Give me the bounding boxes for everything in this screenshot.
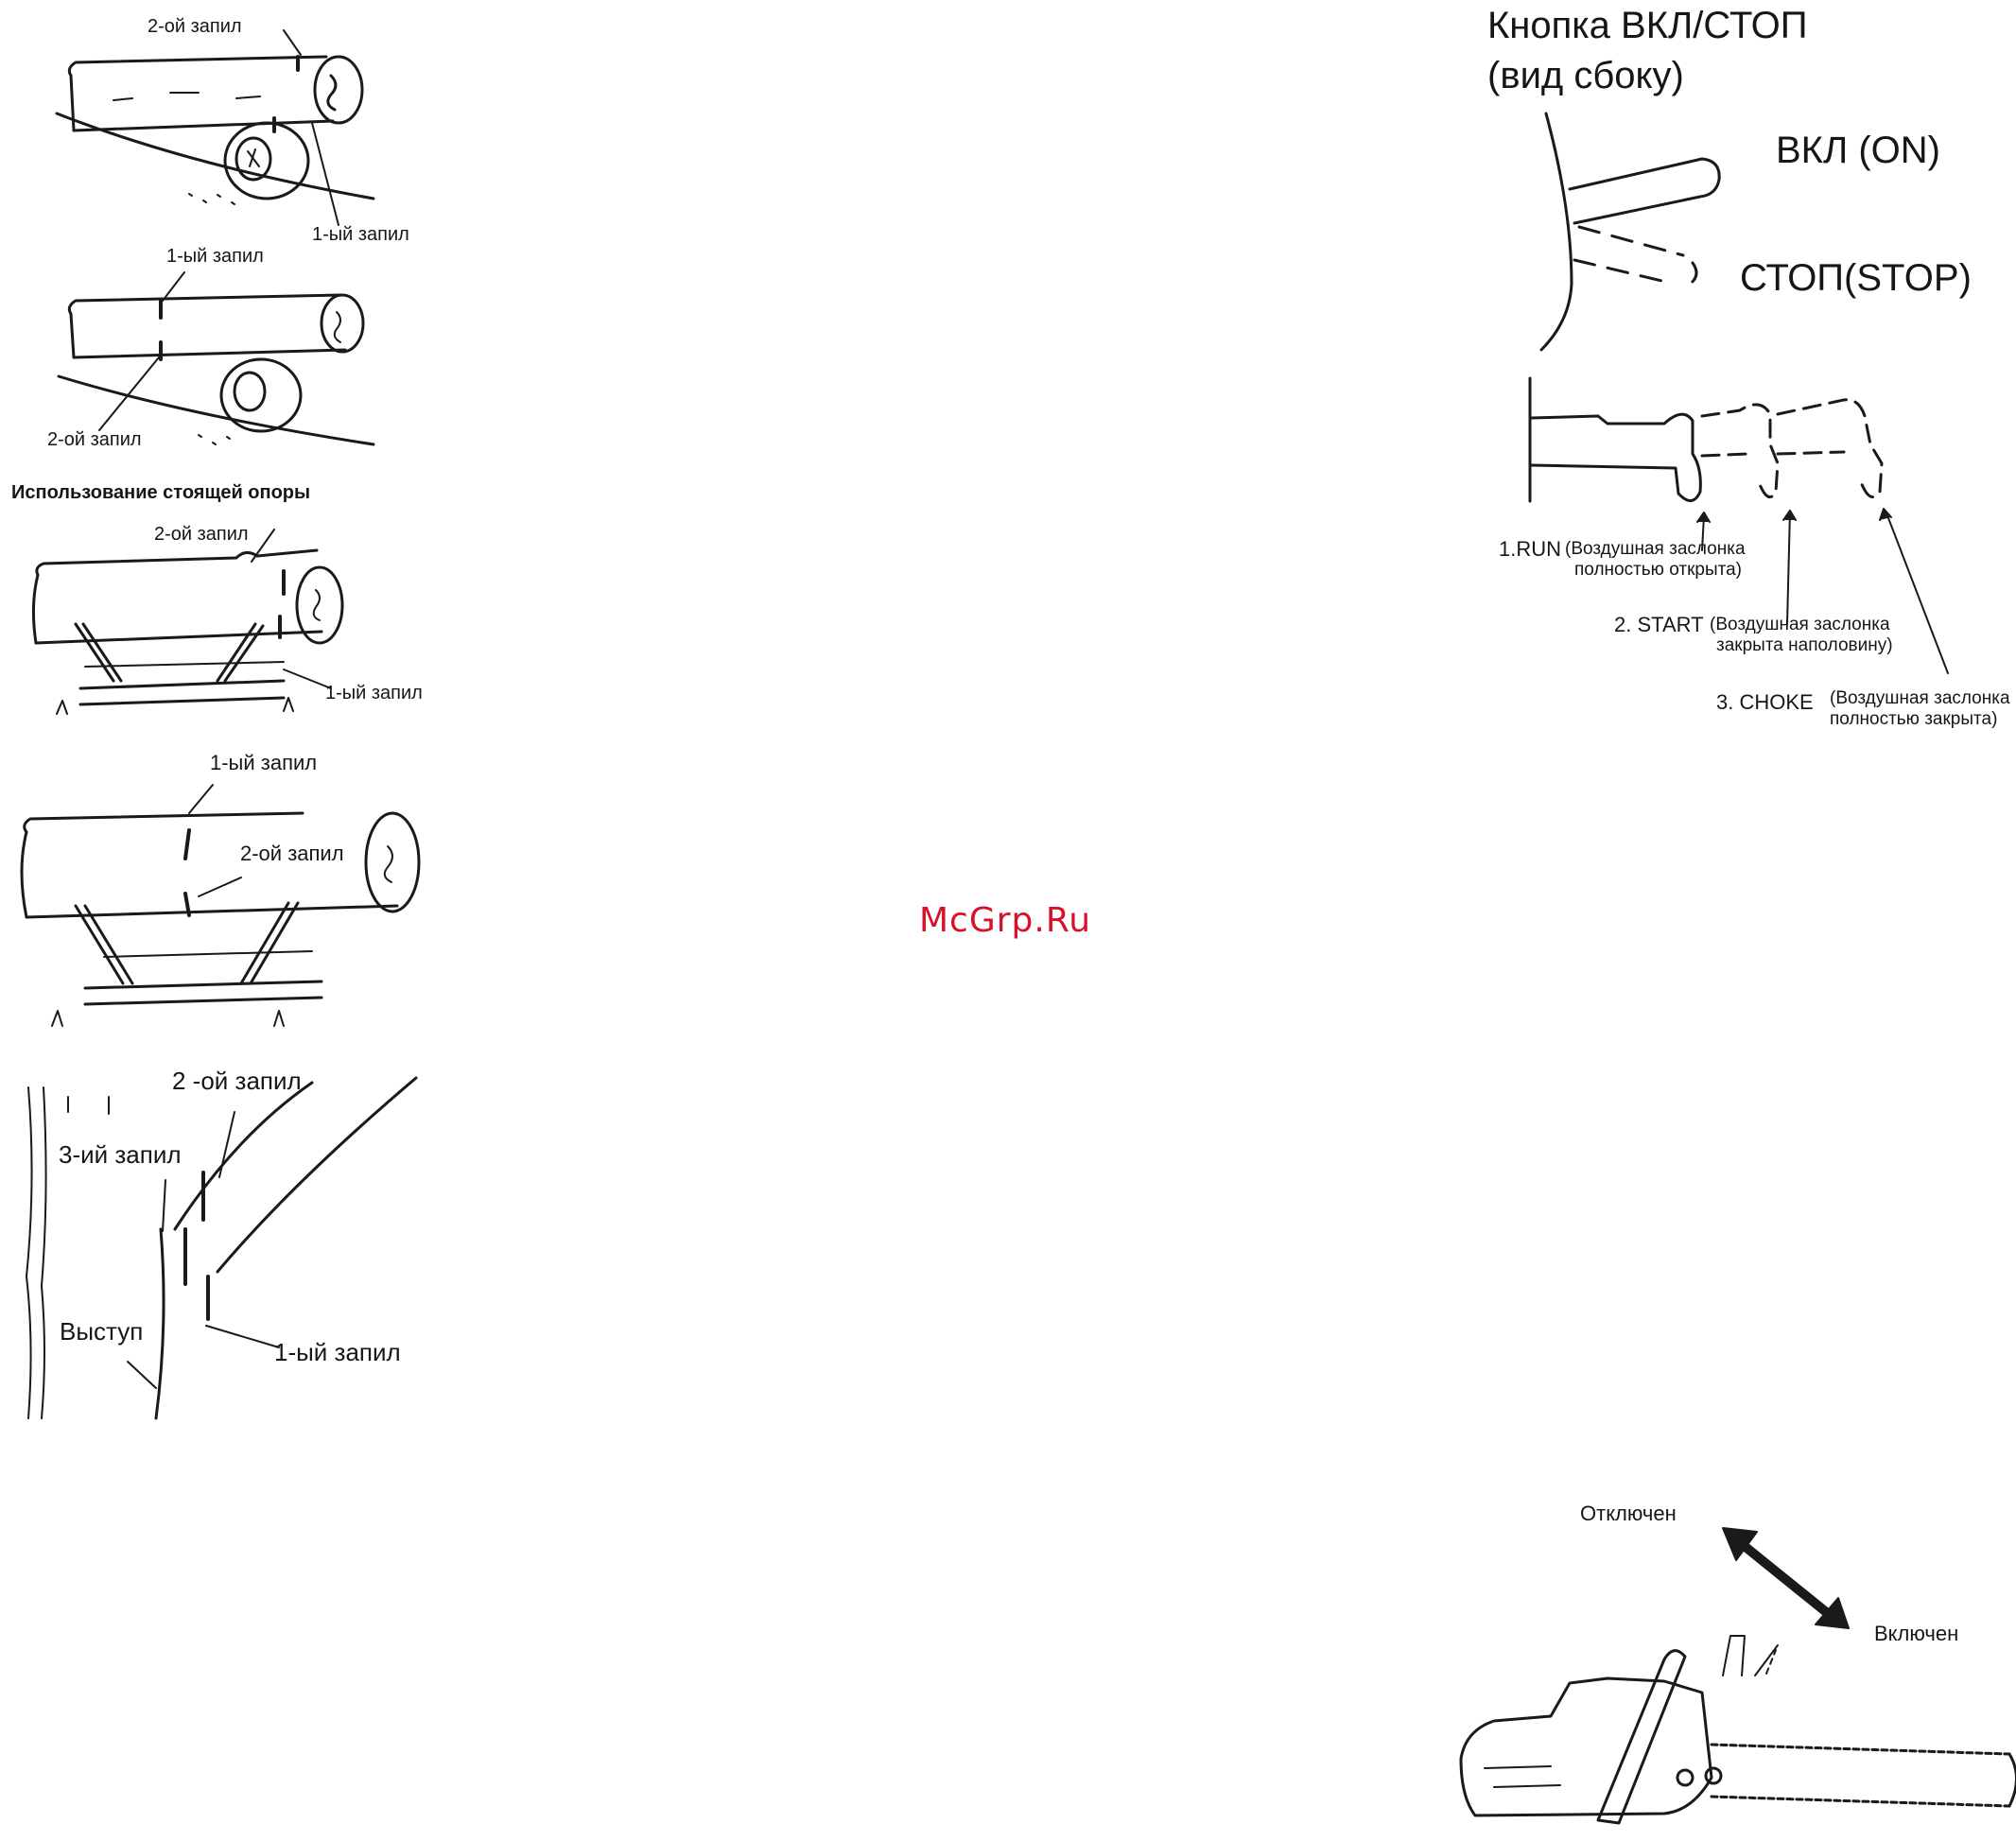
fig3-cut1-label: 1-ый запил [325,683,423,703]
fig5-cut3-label: 3-ий запил [59,1140,182,1169]
fig5-cut2-label: 2 -ой запил [172,1067,302,1095]
choke-start-code: 2. START [1614,613,1704,636]
switch-title-line2: (вид сбоку) [1487,55,1684,96]
brake-on-label: Включен [1874,1622,1959,1645]
sawhorse-figure-4 [20,784,421,1027]
log-on-log-figure-2 [57,271,375,446]
fig5-cut1-label: 1-ый запил [274,1338,401,1366]
choke-start-desc-2: закрыта наполовину) [1716,635,1893,655]
choke-choke-desc-2: полностью закрыта) [1830,709,1998,729]
choke-start-desc-1: (Воздушная заслонка [1710,615,1890,634]
switch-stop-label: СТОП(STOP) [1740,257,1972,299]
fig1-cut2-label: 2-ой запил [148,16,242,37]
fig4-cut1-label: 1-ый запил [210,751,318,774]
watermark: McGrp.Ru [919,901,1092,940]
switch-title-line1: Кнопка ВКЛ/СТОП [1487,5,1808,46]
choke-run-code: 1.RUN [1499,537,1562,561]
fig2-cut2-label: 2-ой запил [47,429,142,450]
fig2-cut1-label: 1-ый запил [166,246,264,267]
choke-choke-code: 3. CHOKE [1716,690,1814,714]
choke-run-desc-2: полностью открыта) [1574,560,1742,580]
choke-diagram [1528,376,1949,674]
choke-choke-desc-1: (Воздушная заслонка [1830,688,2010,708]
brake-off-label: Отключен [1580,1502,1677,1525]
fig4-cut2-label: 2-ой запил [240,842,344,865]
fig3-cut2-label: 2-ой запил [154,524,249,545]
switch-on-label: ВКЛ (ON) [1776,130,1940,171]
fig1-cut1-label: 1-ый запил [312,224,409,245]
brake-diagram [1459,1527,2016,1825]
choke-run-desc-1: (Воздушная заслонка [1565,539,1746,559]
log-on-log-figure-1 [55,29,375,226]
section-title: Использование стоящей опоры [11,482,311,503]
tree-felling-figure-5 [26,1076,418,1420]
sawhorse-figure-3 [31,529,344,715]
switch-diagram [1539,112,1721,352]
fig5-ledge-label: Выступ [60,1317,144,1346]
